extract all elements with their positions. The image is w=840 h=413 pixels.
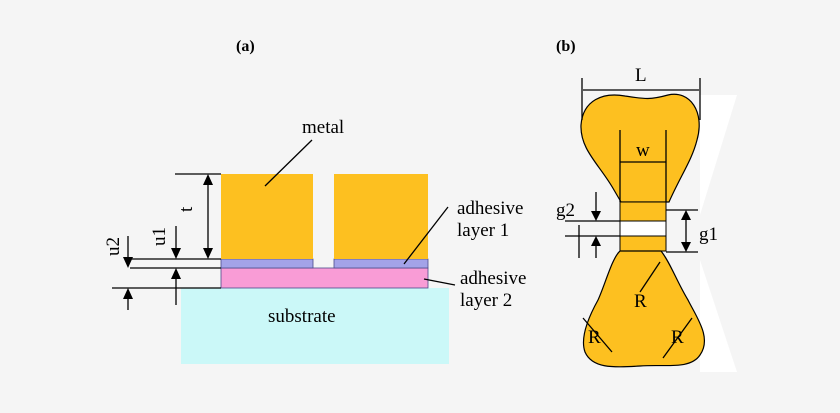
substrate-layer — [181, 288, 449, 364]
adhesive-layer-1-label-line2: layer 1 — [457, 220, 509, 241]
adhesive-layer-2-leader — [423, 278, 456, 286]
adhesive-layer-2 — [220, 267, 429, 289]
adhesive-layer-1-right — [333, 258, 429, 269]
u1-arrow-down — [171, 248, 181, 259]
t-label: t — [176, 206, 197, 212]
bottom-lobe — [582, 250, 705, 368]
w-label: w — [636, 140, 650, 161]
notch-bottom — [700, 260, 737, 372]
u2-arrow-up — [123, 288, 133, 299]
g2-label: g2 — [556, 200, 575, 221]
substrate-label: substrate — [268, 306, 336, 327]
u2-label: u2 — [103, 237, 124, 256]
R-left-label: R — [588, 327, 601, 348]
top-lobe — [580, 93, 700, 203]
g2-arrow-up — [591, 236, 601, 246]
panel-a-label: (a) — [236, 38, 255, 55]
L-label: L — [635, 65, 647, 86]
panel-b-label: (b) — [556, 38, 576, 55]
R-right-label: R — [671, 327, 684, 348]
metal-block-left — [221, 174, 313, 259]
adhesive-layer-1-leader — [403, 206, 449, 265]
adhesive-layer-2-label-line1: adhesive — [460, 268, 526, 289]
adhesive-layer-2-label-line2: layer 2 — [460, 290, 512, 311]
R-left-radius-line — [582, 317, 613, 353]
metal-label: metal — [302, 117, 344, 138]
neck-lower — [619, 235, 667, 252]
g1-label: g1 — [699, 224, 718, 245]
R-top-label: R — [634, 291, 647, 312]
t-arrow-top — [203, 174, 213, 185]
neck-gap — [619, 220, 667, 237]
u1-label: u1 — [149, 227, 170, 246]
neck-upper — [619, 201, 667, 222]
adhesive-layer-1-left — [220, 258, 314, 269]
R-right-radius-line — [662, 317, 693, 359]
metal-leader — [264, 139, 313, 187]
metal-block-right — [334, 174, 428, 259]
g1-arrow-top — [681, 210, 691, 220]
t-arrow-bottom — [203, 248, 213, 259]
notch-top — [700, 95, 737, 215]
u1-arrow-up — [171, 268, 181, 279]
g1-arrow-bottom — [681, 242, 691, 252]
R-top-radius-line — [639, 261, 661, 293]
adhesive-layer-1-label-line1: adhesive — [457, 198, 523, 219]
g2-arrow-down — [591, 211, 601, 221]
u2-arrow-down — [123, 257, 133, 268]
